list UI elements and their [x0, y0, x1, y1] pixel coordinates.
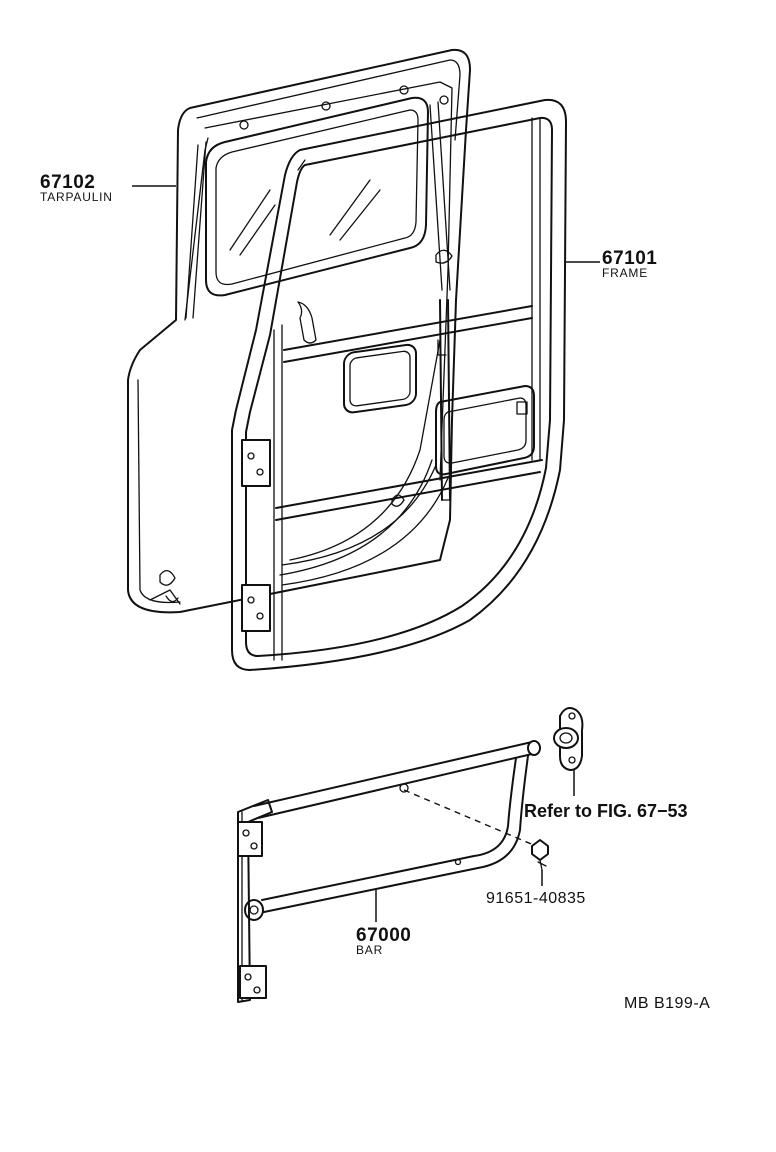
frame-part-number: 67101: [602, 248, 657, 269]
frame-drawing: [231, 98, 567, 671]
diagram-code: MB B199-A: [624, 995, 710, 1012]
tarpaulin-part-number: 67102: [40, 172, 95, 193]
tarpaulin-drawing: [127, 48, 471, 614]
bar-lower-bracket: [239, 965, 267, 999]
bolt-drawing: [531, 839, 549, 871]
tarpaulin-part-name: TARPAULIN: [40, 190, 113, 204]
upper-hinge: [241, 439, 271, 487]
reference-note: Refer to FIG. 67−53: [524, 801, 688, 821]
bolt-part-number: 91651-40835: [486, 890, 586, 907]
bar-part-name: BAR: [356, 943, 383, 957]
striker-plate-drawing: [553, 707, 584, 771]
bar-upper-bracket: [237, 821, 263, 857]
bar-part-number: 67000: [356, 925, 411, 946]
lower-hinge: [241, 584, 271, 632]
frame-part-name: FRAME: [602, 266, 648, 280]
bar-drawing: [237, 740, 541, 1003]
